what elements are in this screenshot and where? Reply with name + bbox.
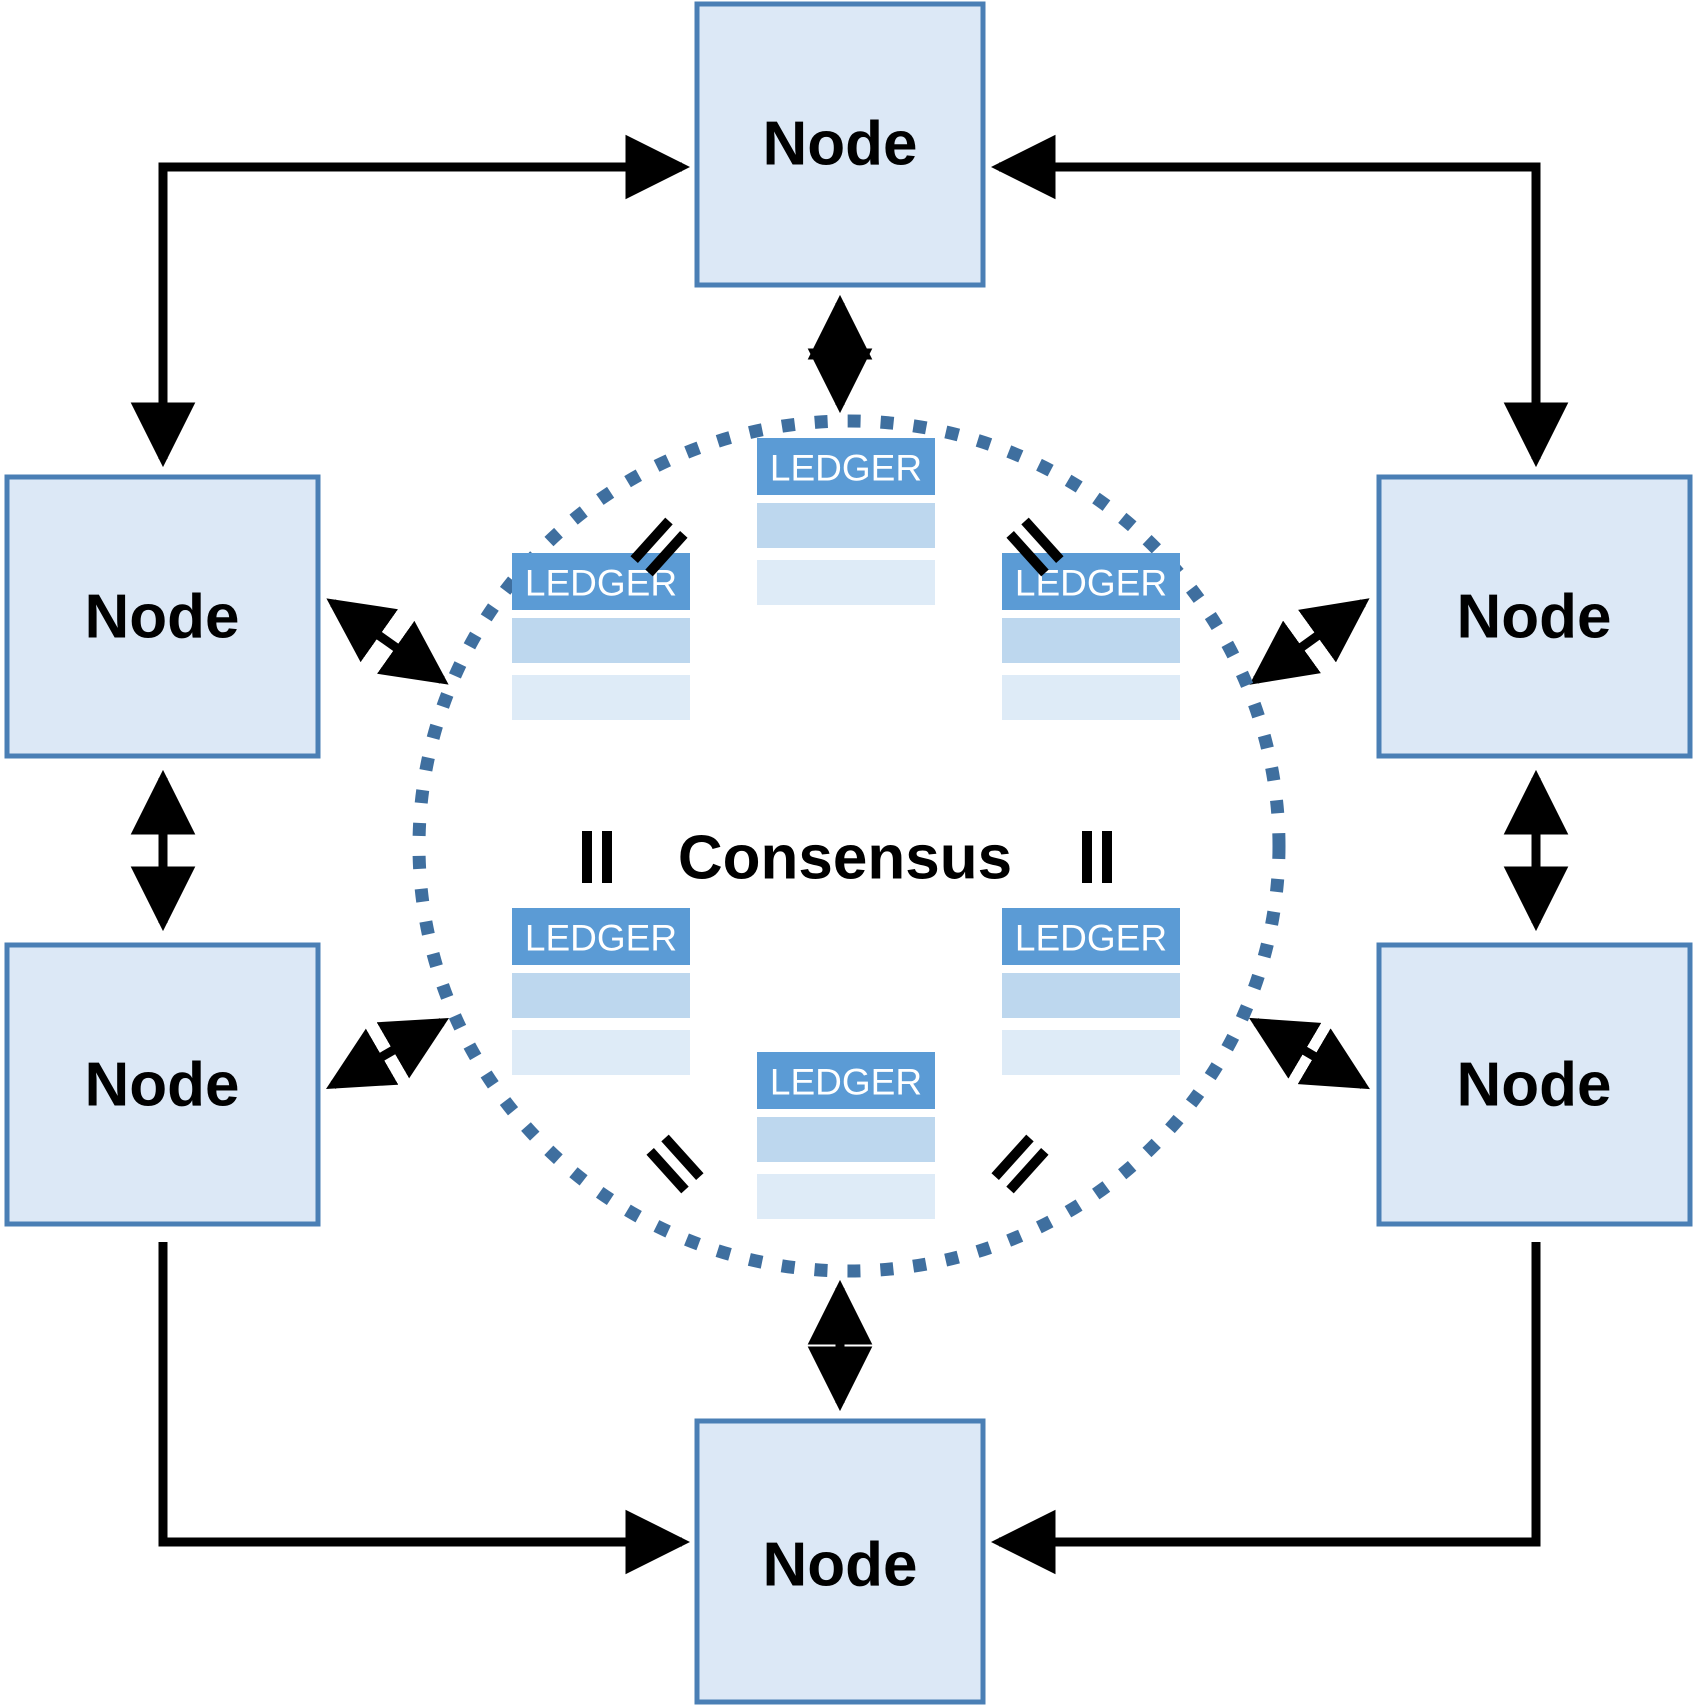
- node-bottom-box[interactable]: [694, 1418, 986, 1705]
- equals-middle-right-icon: [1082, 831, 1112, 883]
- ledger-group: LEDGER LEDGER LEDGER LEDGER: [512, 438, 1180, 1219]
- ledger-top-label: LEDGER: [770, 448, 922, 489]
- ledger-top[interactable]: LEDGER: [757, 438, 935, 605]
- node-left-upper[interactable]: Node: [4, 474, 321, 759]
- ledger-left-lower-row-1: [512, 973, 690, 1018]
- arrow-outer-top-right: [990, 134, 1541, 459]
- ledger-right-upper[interactable]: LEDGER: [1002, 553, 1180, 720]
- ledger-left-upper-row-2: [512, 675, 690, 720]
- ledger-bottom-header: [757, 1052, 935, 1109]
- node-right-upper-box[interactable]: [1376, 474, 1693, 759]
- node-right-upper-label: Node: [1457, 583, 1612, 652]
- consensus-label: Consensus: [678, 824, 1012, 893]
- equals-mark-group: [582, 517, 1112, 1194]
- ledger-left-lower-header: [512, 908, 690, 965]
- outer-arrow-group: [130, 134, 1569, 1575]
- ledger-left-upper[interactable]: LEDGER: [512, 553, 690, 720]
- ledger-left-lower-row-2: [512, 1030, 690, 1075]
- node-right-upper[interactable]: Node: [1376, 474, 1693, 759]
- ledger-left-upper-row-1: [512, 618, 690, 663]
- arrow-left-lower-to-center: [325, 1017, 450, 1090]
- ledger-left-lower[interactable]: LEDGER: [512, 908, 690, 1075]
- node-group: Node Node Node Node Node Node: [4, 1, 1693, 1705]
- arrow-outer-bottom-left: [158, 1242, 691, 1575]
- equals-bottom-left-icon: [646, 1134, 704, 1194]
- equals-top-left-icon: [630, 517, 688, 577]
- ledger-bottom-row-2: [757, 1174, 935, 1219]
- ledger-top-row-2: [757, 560, 935, 605]
- equals-bottom-right-icon: [991, 1134, 1049, 1194]
- consensus-boundary-circle: [412, 414, 1286, 1278]
- ledger-left-lower-label: LEDGER: [525, 918, 677, 959]
- ledger-top-row-1: [757, 503, 935, 548]
- node-top-box[interactable]: [694, 1, 986, 288]
- ledger-bottom[interactable]: LEDGER: [757, 1052, 935, 1219]
- equals-top-right-icon: [1006, 517, 1064, 577]
- ledger-right-upper-row-1: [1002, 618, 1180, 663]
- node-left-upper-label: Node: [85, 583, 240, 652]
- arrow-left-upper-to-center: [326, 598, 449, 685]
- node-bottom-label: Node: [763, 1531, 918, 1600]
- ledger-right-lower-header: [1002, 908, 1180, 965]
- arrow-outer-top-left: [158, 134, 691, 459]
- node-bottom[interactable]: Node: [694, 1418, 986, 1705]
- ledger-right-lower-row-1: [1002, 973, 1180, 1018]
- ledger-bottom-label: LEDGER: [770, 1062, 922, 1103]
- ledger-right-lower[interactable]: LEDGER: [1002, 908, 1180, 1075]
- node-top[interactable]: Node: [694, 1, 986, 288]
- ledger-right-lower-row-2: [1002, 1030, 1180, 1075]
- node-top-label: Node: [763, 110, 918, 179]
- ledger-right-upper-row-2: [1002, 675, 1180, 720]
- node-left-lower[interactable]: Node: [4, 942, 321, 1227]
- node-right-lower[interactable]: Node: [1376, 942, 1693, 1227]
- node-left-upper-box[interactable]: [4, 474, 321, 759]
- side-link-arrow-group: [130, 769, 1569, 932]
- ledger-bottom-row-1: [757, 1117, 935, 1162]
- ledger-right-lower-label: LEDGER: [1015, 918, 1167, 959]
- ledger-top-header: [757, 438, 935, 495]
- equals-middle-left-icon: [582, 831, 612, 883]
- arrow-outer-bottom-right: [990, 1242, 1541, 1575]
- node-left-lower-label: Node: [85, 1051, 240, 1120]
- consensus-link-arrow-group: [325, 294, 1370, 1412]
- arrow-right-upper-to-center: [1249, 598, 1370, 685]
- node-left-lower-box[interactable]: [4, 942, 321, 1227]
- node-right-lower-box[interactable]: [1376, 942, 1693, 1227]
- node-right-lower-label: Node: [1457, 1051, 1612, 1120]
- arrow-right-lower-to-center: [1249, 1017, 1370, 1090]
